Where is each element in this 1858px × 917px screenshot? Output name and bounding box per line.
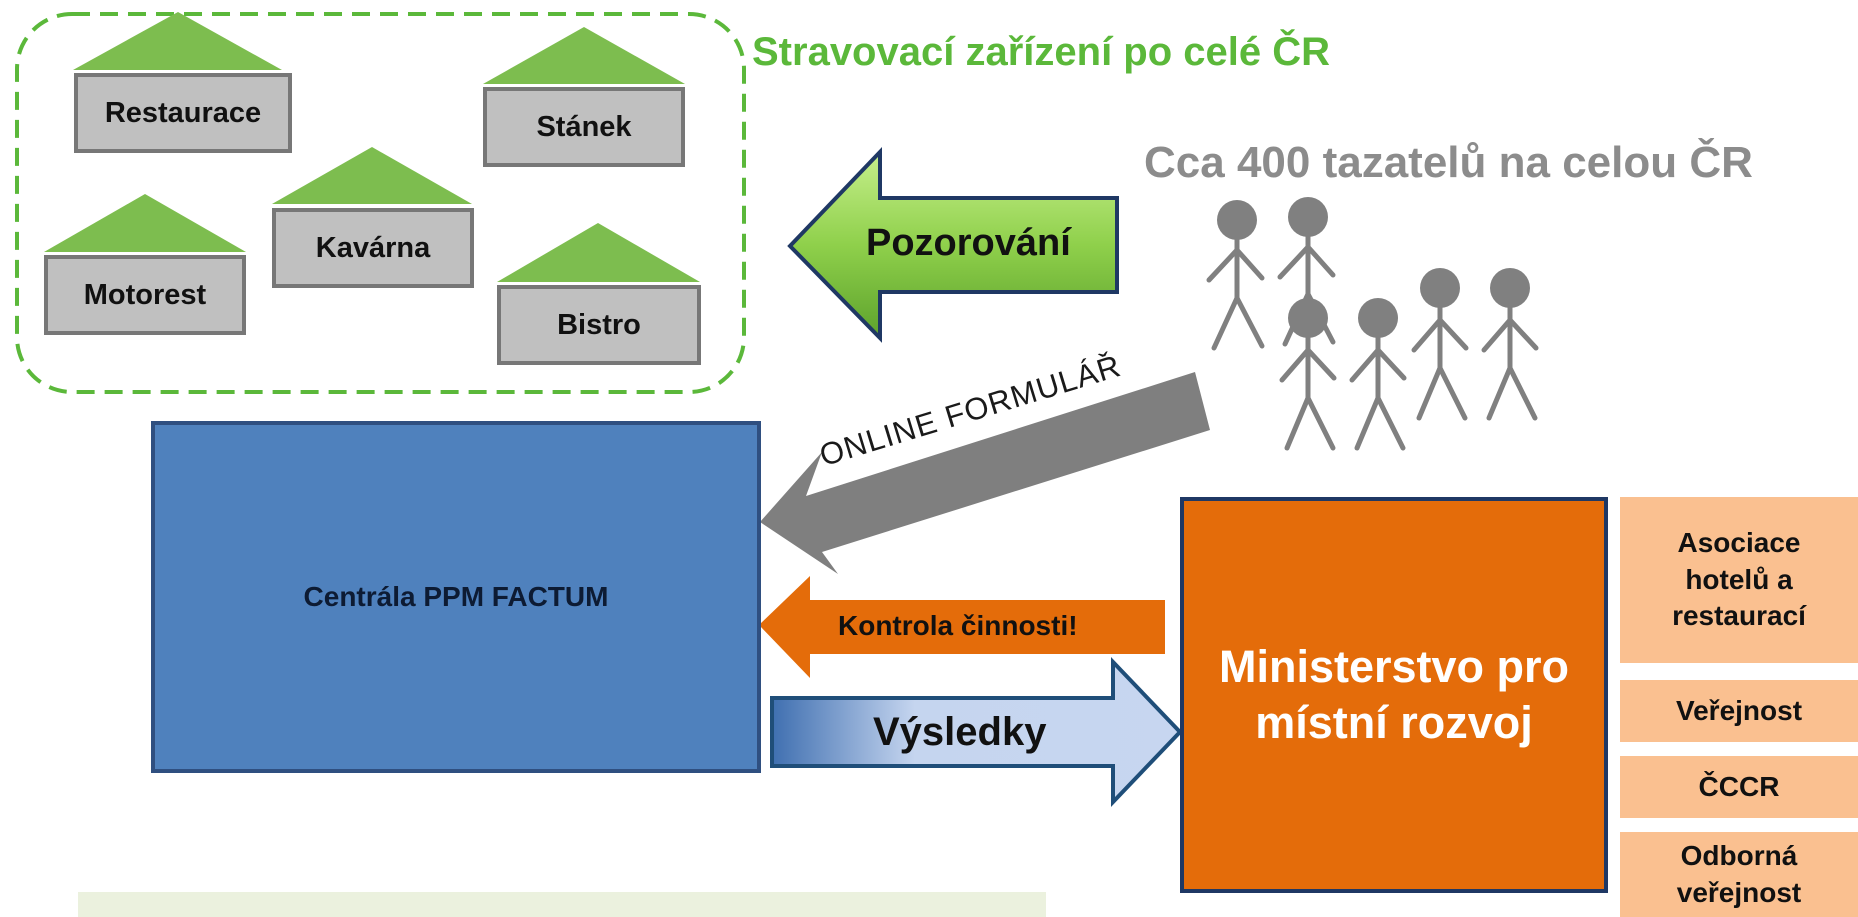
ministry-line: Ministerstvo pro (1218, 640, 1570, 692)
results-arrow (770, 657, 1183, 807)
interviewers-title: Cca 400 tazatelů na celou ČR (1144, 138, 1753, 187)
roof-kavarna (272, 147, 472, 204)
roof-stanek (483, 27, 685, 84)
person-icon (1481, 268, 1539, 421)
roof-bistro (497, 223, 700, 282)
online-form-arrow (760, 372, 1210, 574)
audience-tag: Odborná veřejnost (1620, 832, 1858, 917)
audience-tag: Asociace hotelů a restaurací (1620, 497, 1858, 663)
outlet-label: Stánek (536, 110, 632, 143)
outlet-label: Motorest (83, 278, 207, 311)
control-arrow (759, 576, 1165, 678)
outlet-restaurace: Restaurace (74, 73, 292, 153)
ministry-box: Ministerstvo pro místní rozvoj (1180, 497, 1608, 893)
interviewers-figures (1206, 197, 1539, 451)
outlets-group-border (15, 12, 746, 394)
outlets-title: Stravovací zařízení po celé ČR (752, 30, 1331, 74)
outlet-label: Restaurace (104, 96, 262, 129)
results-label: Výsledky (873, 710, 1047, 754)
ministry-line: místní rozvoj (1255, 697, 1533, 748)
audience-label: Veřejnost (1675, 694, 1803, 726)
audience-tag: Veřejnost (1620, 680, 1858, 742)
central-box: Centrála PPM FACTUM (151, 421, 761, 773)
outlet-label: Kavárna (315, 231, 431, 264)
ministry-label: Ministerstvo pro místní rozvoj (1219, 639, 1569, 752)
observation-label: Pozorování (866, 222, 1071, 264)
outlet-label: Bistro (557, 308, 641, 341)
audience-label: Odborná veřejnost (1676, 840, 1802, 908)
audience-label: Asociace hotelů a restaurací (1672, 527, 1806, 632)
outlet-kavarna: Kavárna (272, 208, 474, 288)
roof-restaurace (73, 12, 282, 70)
audience-label: ČCCR (1698, 770, 1780, 802)
outlet-bistro: Bistro (497, 285, 701, 365)
control-label: Kontrola činnosti! (838, 610, 1078, 641)
outlet-motorest: Motorest (44, 255, 246, 335)
person-icon (1349, 298, 1407, 451)
audience-tag: ČCCR (1620, 756, 1858, 818)
person-icon (1206, 200, 1265, 351)
central-label: Centrála PPM FACTUM (303, 581, 609, 612)
person-icon (1411, 268, 1469, 421)
outlet-stanek: Stánek (483, 87, 685, 167)
roof-motorest (44, 194, 246, 252)
person-icon (1279, 298, 1337, 451)
observation-arrow (787, 147, 1119, 343)
note-panel (78, 892, 1046, 917)
